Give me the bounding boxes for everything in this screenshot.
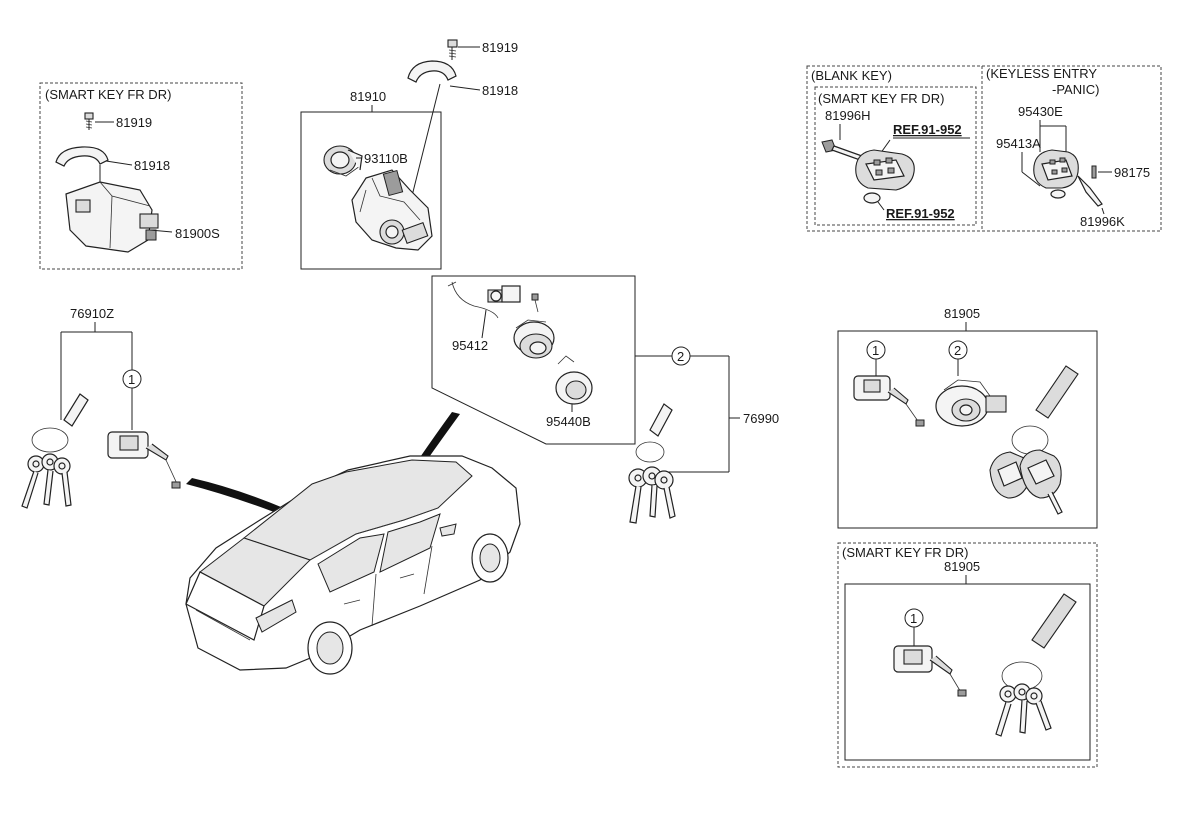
pointer-arrow-left [186,478,302,522]
group-ignition-parts: 95412 95440B [431,275,636,445]
group-title-blank-key-smart: (SMART KEY FR DR) [818,91,944,106]
clamp-81918-left [55,146,109,167]
callout-1-left: 1 [128,372,135,387]
cylinder-93110B [323,145,363,177]
door-cylinder-left [107,431,181,489]
label-81918-left: 81918 [134,158,170,173]
label-76910Z: 76910Z [70,306,114,321]
label-95440B: 95440B [546,414,591,429]
box-ignition-parts [431,275,636,445]
label-95412: 95412 [452,338,488,353]
group-smart-key-bottom: (SMART KEY FR DR) 81905 1 [837,542,1098,768]
label-81905-bot: 81905 [944,559,980,574]
bezel-95440B [555,355,593,405]
lock-cylinder-assy [513,293,555,359]
key-set-bottom [995,593,1077,737]
wire-harness-95412 [447,281,521,319]
emergency-key-81996H [821,139,863,161]
label-81919-left: 81919 [116,115,152,130]
group-title-keyless-line1: (KEYLESS ENTRY [986,66,1097,81]
door-cylinder-bottom [893,645,967,697]
key-set-76990 [628,403,676,524]
label-81919-top: 81919 [482,40,518,55]
label-76990: 76990 [743,411,779,426]
keyless-fob-95430E [1033,149,1103,207]
bolt-81919-left [84,112,94,130]
label-81996H: 81996H [825,108,871,123]
label-81905-mid: 81905 [944,306,980,321]
bolt-81919-top [447,39,458,60]
battery-98175 [1091,165,1097,179]
box-81910 [300,111,442,270]
smart-key-tag-kit [989,365,1079,515]
callout-circle-1-left [122,369,142,389]
key-set-left [21,393,89,509]
label-81900S: 81900S [175,226,220,241]
lock-body-81900S [65,165,159,253]
label-81910: 81910 [350,89,386,104]
vehicle-illustration [185,412,521,675]
label-95413A: 95413A [996,136,1041,151]
group-76910Z: 76910Z 1 [21,306,181,509]
callout-1-bottom: 1 [910,611,917,626]
callout-1-kit: 1 [872,343,879,358]
box-81905-kit [837,330,1098,529]
box-81905-smart [844,583,1091,761]
label-81996K: 81996K [1080,214,1125,229]
group-blank-key: (BLANK KEY) (SMART KEY FR DR) 81996H REF… [806,65,1162,232]
group-keyless-entry: (KEYLESS ENTRY -PANIC) 95430E 95413A 981… [986,66,1150,229]
group-81910: 81919 81918 81910 93110B [300,39,518,270]
callout-2-kit: 2 [954,343,961,358]
door-cylinder-kit [853,375,925,427]
group-81905-kit: 81905 1 2 [837,306,1098,529]
ignition-lock-kit [935,379,1007,427]
group-title-keyless-line2: -PANIC) [1052,82,1099,97]
smart-key-fob-blank [855,149,915,204]
ref-91-952-top: REF.91-952 [893,122,962,137]
group-title-smart-key-bottom: (SMART KEY FR DR) [842,545,968,560]
group-76990: 2 76990 [628,346,779,524]
group-title-smart-key-left: (SMART KEY FR DR) [45,87,171,102]
clamp-81918-top [407,60,457,83]
ref-91-952-bottom: REF.91-952 [886,206,955,221]
group-smart-key-left: (SMART KEY FR DR) 81919 81918 81900S [39,82,243,270]
ignition-housing [351,169,433,251]
label-81918-top: 81918 [482,83,518,98]
label-93110B: 93110B [364,151,408,166]
label-95430E: 95430E [1018,104,1063,119]
callout-2-mid: 2 [677,349,684,364]
group-title-blank-key: (BLANK KEY) [811,68,892,83]
label-98175: 98175 [1114,165,1150,180]
